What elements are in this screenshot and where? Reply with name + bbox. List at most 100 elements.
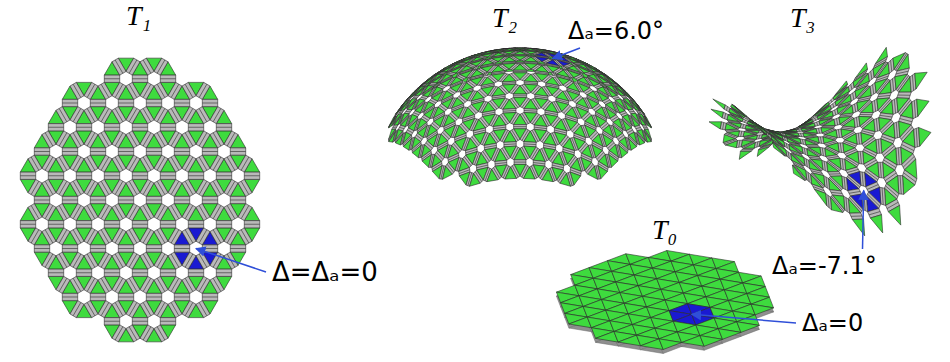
hinge-line	[157, 108, 165, 121]
hinge-link	[182, 155, 196, 172]
hinge-link	[224, 179, 238, 196]
hinge-line	[115, 84, 123, 97]
hinge-line	[87, 84, 95, 97]
hinge-link	[42, 155, 56, 172]
hinge-link	[112, 325, 126, 342]
hinge-link	[20, 172, 35, 179]
hinge-line	[430, 100, 436, 103]
hinge-link	[42, 131, 56, 148]
rigid-triangle	[502, 74, 515, 82]
hinge-line	[595, 85, 601, 87]
hinge-link	[70, 107, 84, 124]
hinge-line	[87, 181, 95, 194]
hinge-line	[399, 112, 403, 113]
hinge-line	[188, 272, 203, 273]
hinge-line	[143, 254, 151, 267]
hinge-line	[406, 111, 411, 112]
hinge-link	[196, 228, 210, 245]
hinge-link	[98, 276, 112, 293]
hinge-line	[202, 296, 217, 297]
hinge-line	[643, 127, 647, 128]
hinge-line	[115, 302, 123, 315]
hinge-line	[129, 302, 137, 315]
hinge-line	[129, 108, 137, 121]
hinge-link	[160, 124, 175, 131]
hinge-line	[101, 205, 109, 218]
hinge-link	[238, 179, 252, 196]
hinge-link	[56, 155, 70, 172]
hinge-line	[216, 175, 231, 176]
hinge-line	[613, 84, 618, 85]
hinge-line	[188, 175, 203, 176]
hinge-link	[112, 204, 126, 221]
hinge-link	[224, 204, 238, 221]
hinge-link	[126, 252, 140, 269]
hinge-line	[157, 327, 165, 340]
hinge-line	[62, 296, 77, 297]
hinge-line	[185, 84, 193, 97]
hinge-link	[112, 155, 126, 172]
hinge-link	[216, 124, 231, 131]
hinge-link	[42, 204, 56, 221]
hinge-line	[439, 85, 445, 87]
hinge-line	[535, 96, 548, 98]
hinge-link	[104, 124, 119, 131]
hinge-line	[59, 157, 67, 170]
hinge-line	[132, 175, 147, 176]
hinge-line	[132, 224, 147, 225]
hinge-line	[115, 157, 123, 170]
hinge-line	[414, 113, 419, 115]
hinge-line	[637, 112, 641, 113]
hinge-line	[62, 200, 77, 201]
hinge-link	[154, 82, 168, 99]
hinge-line	[34, 200, 49, 201]
hinge-link	[104, 75, 119, 82]
hinge-link	[196, 252, 210, 269]
hinge-line	[76, 175, 91, 176]
hinge-line	[59, 108, 67, 121]
hinge-link	[28, 179, 42, 196]
hinge-line	[73, 157, 81, 170]
hinge-line	[45, 230, 53, 243]
hinge-line	[244, 224, 259, 225]
hinge-line	[143, 230, 151, 243]
hinge-link	[98, 131, 112, 148]
hinge-link	[154, 325, 168, 342]
hinge-link	[84, 155, 98, 172]
hinge-line	[87, 254, 95, 267]
hinge-link	[84, 276, 98, 293]
hinge-link	[84, 252, 98, 269]
hinge-line	[160, 272, 175, 273]
hinge-link	[513, 70, 527, 73]
hinge-link	[98, 107, 112, 124]
hinge-link	[132, 318, 147, 325]
hinge-link	[126, 58, 140, 75]
hinge-line	[459, 63, 465, 64]
hinge-link	[238, 155, 252, 172]
hinge-link	[174, 196, 189, 203]
hinge-link	[140, 325, 154, 342]
hinge-line	[185, 157, 193, 170]
hinge-link	[210, 179, 224, 196]
hinge-link	[112, 301, 126, 318]
hinge-link	[48, 269, 63, 276]
hinge-line	[157, 254, 165, 267]
hinge-link	[48, 172, 63, 179]
hinge-line	[87, 278, 95, 291]
hinge-line	[76, 127, 91, 128]
hinge-link	[126, 155, 140, 172]
hinge-link	[104, 269, 119, 276]
hinge-link	[154, 204, 168, 221]
hinge-line	[31, 205, 39, 218]
hinge-line	[227, 181, 235, 194]
hinge-line	[160, 127, 175, 128]
hinge-line	[87, 302, 95, 315]
hinge-link	[160, 221, 175, 228]
hinge-link	[48, 221, 63, 228]
hinge-line	[202, 151, 217, 152]
hinge-line	[613, 97, 618, 98]
hinge-line	[171, 133, 179, 146]
hinge-line	[59, 254, 67, 267]
hinge-link	[182, 131, 196, 148]
hinge-line	[160, 321, 175, 322]
